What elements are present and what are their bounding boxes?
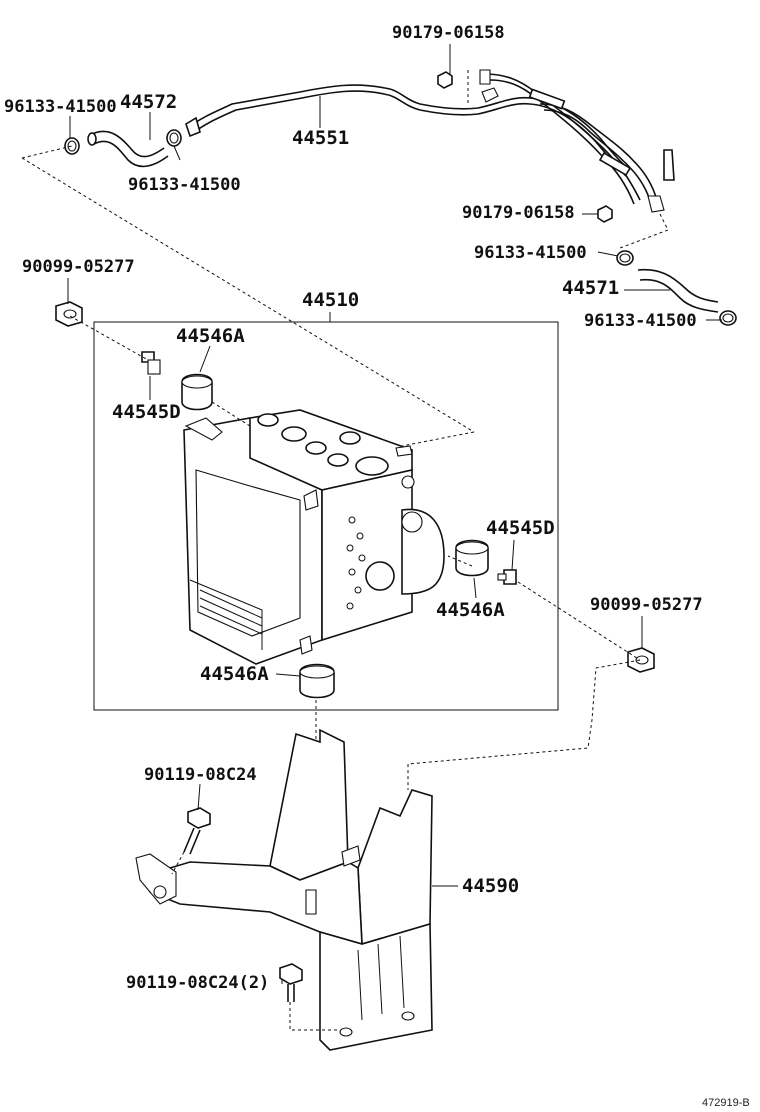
bolt-right-90099 [627, 647, 655, 673]
cushion-bottom [299, 663, 335, 699]
bolt-bracket [183, 807, 211, 855]
abs-actuator-unit [183, 409, 445, 665]
actuator-assy-frame [93, 321, 559, 711]
clip-top [437, 71, 453, 89]
label-cushion-upper: 44546A [176, 325, 245, 347]
assembly-guide-lines [21, 70, 669, 1031]
label-bolt-bracket: 90119-08C24 [144, 765, 257, 785]
hose-44571 [637, 268, 719, 313]
label-collar-right: 44545D [486, 517, 555, 539]
hose-clamp-left-lower [166, 129, 182, 147]
label-collar-left: 44545D [112, 401, 181, 423]
label-actuator-assy: 44510 [302, 289, 359, 311]
label-cushion-bottom: 44546A [200, 663, 269, 685]
bracket-44590 [135, 728, 433, 1051]
clip-right [597, 205, 613, 223]
label-clip-right: 90179-06158 [462, 203, 575, 223]
label-clamp-right-upper: 96133-41500 [474, 243, 587, 263]
label-clamp-left-lower: 96133-41500 [128, 175, 241, 195]
label-hose-upper: 44572 [120, 91, 177, 113]
label-clip-top: 90179-06158 [392, 23, 505, 43]
label-tube: 44551 [292, 127, 349, 149]
leader-lines [67, 44, 722, 984]
bolt-left-90099 [55, 301, 83, 327]
label-bolt-right: 90099-05277 [590, 595, 703, 615]
cushion-right [455, 539, 489, 577]
diagram-id: 472919-B [702, 1097, 750, 1109]
collar-right [497, 569, 517, 585]
label-bolt-bracket-lower: 90119-08C24(2) [126, 973, 269, 993]
hose-44572 [87, 130, 169, 168]
label-hose-lower: 44571 [562, 277, 619, 299]
label-clamp-left-upper: 96133-41500 [4, 97, 117, 117]
label-cushion-right: 44546A [436, 599, 505, 621]
label-bracket: 44590 [462, 875, 519, 897]
brake-tube-44551 [185, 69, 675, 213]
hose-clamp-right-lower [719, 310, 737, 326]
hose-clamp-right-upper [616, 250, 634, 266]
hose-clamp-left-upper [64, 137, 80, 155]
cushion-upper [181, 373, 213, 411]
bolt-bracket-lower [279, 963, 303, 1002]
collar-left [141, 351, 161, 375]
label-bolt-left: 90099-05277 [22, 257, 135, 277]
label-clamp-right-lower: 96133-41500 [584, 311, 697, 331]
